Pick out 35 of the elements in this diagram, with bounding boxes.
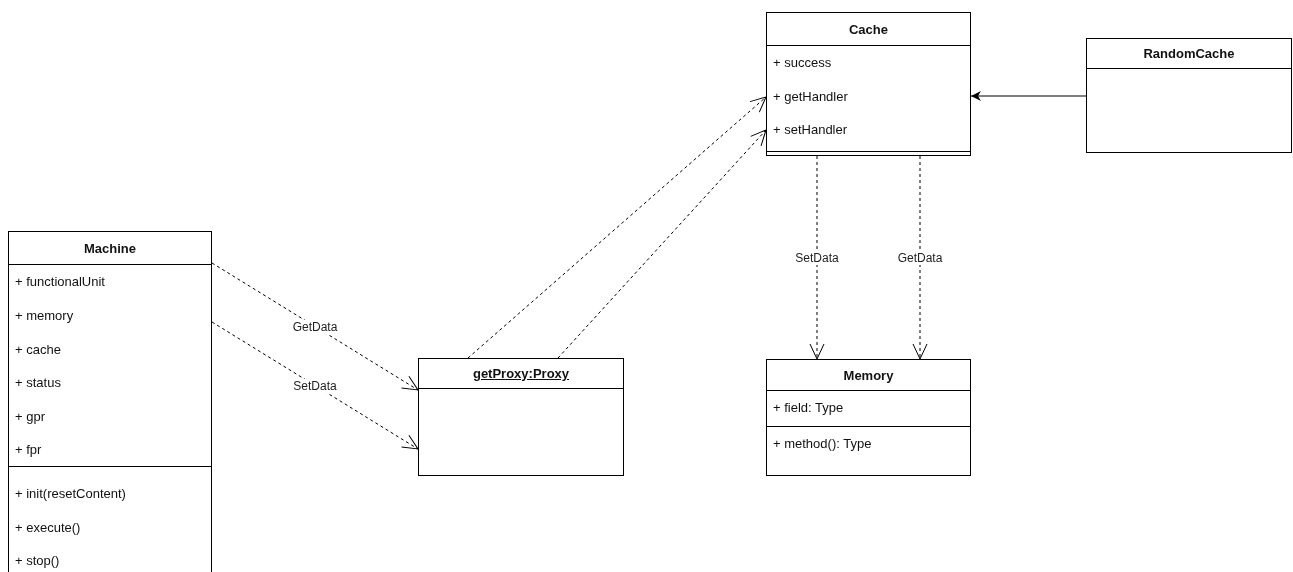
attribute-text: + gpr bbox=[15, 409, 45, 425]
class-name: Machine bbox=[84, 240, 136, 256]
class-box bbox=[766, 359, 971, 476]
method-text: + execute() bbox=[15, 520, 81, 536]
attribute-text: + setHandler bbox=[773, 122, 848, 138]
attribute-text: + success bbox=[773, 55, 832, 71]
attribute-text: + field: Type bbox=[773, 400, 844, 416]
dependency-arrow bbox=[467, 96, 767, 359]
edge-label: SetData bbox=[292, 378, 338, 393]
method-text: + init(resetContent) bbox=[15, 486, 126, 502]
dependency-arrow bbox=[809, 155, 825, 360]
class-box bbox=[8, 231, 212, 572]
attribute-text: + fpr bbox=[15, 442, 42, 458]
class-box bbox=[766, 12, 971, 156]
attribute-text: + memory bbox=[15, 308, 74, 324]
attribute-text: + functionalUnit bbox=[15, 274, 105, 290]
class-name: Memory bbox=[843, 367, 894, 383]
attribute-text: + cache bbox=[15, 342, 61, 358]
class-name: RandomCache bbox=[1143, 46, 1235, 61]
association-arrow bbox=[970, 91, 1087, 101]
dependency-arrow bbox=[211, 321, 419, 450]
edge-label: GetData bbox=[291, 319, 339, 334]
class-box bbox=[1086, 38, 1292, 153]
attribute-text: + status bbox=[15, 375, 61, 391]
attribute-text: + getHandler bbox=[773, 89, 848, 105]
dependency-arrow bbox=[557, 129, 767, 359]
class-name: Cache bbox=[849, 21, 888, 37]
method-text: + stop() bbox=[15, 553, 60, 569]
edge-label: SetData bbox=[794, 250, 840, 265]
edge-label: GetData bbox=[896, 250, 944, 265]
dependency-arrow bbox=[912, 155, 928, 360]
class-name: getProxy:Proxy bbox=[472, 366, 570, 381]
dependency-arrow bbox=[211, 262, 419, 391]
method-text: + method(): Type bbox=[773, 436, 872, 452]
class-box bbox=[418, 358, 624, 476]
